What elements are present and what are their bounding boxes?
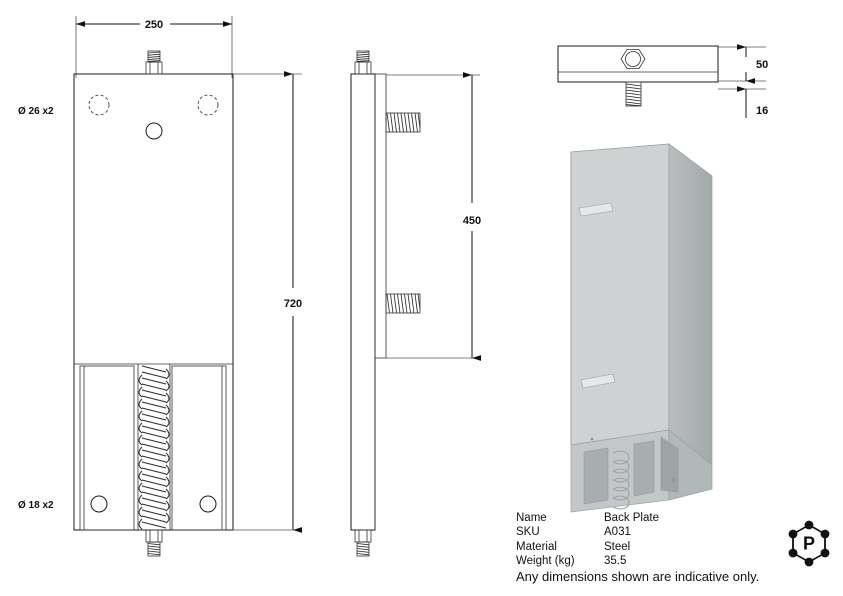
lower-hole-left-18 (90, 495, 108, 513)
top-plan-detail-view: 50 16 (557, 44, 768, 118)
top-detail-plate (557, 45, 719, 83)
title-block-value-weight: 35.5 (604, 554, 627, 567)
side-plate-body (350, 73, 376, 531)
hidden-hole-right-26 (197, 94, 219, 116)
logo-letter: P (803, 534, 815, 554)
iso-stud-upper (578, 202, 614, 217)
indicative-dimensions-note: Any dimensions shown are indicative only… (516, 569, 760, 584)
iso-slot-left (583, 447, 609, 505)
iso-slot-mid (633, 440, 655, 497)
title-block-value-name: Back Plate (604, 512, 659, 524)
title-block-row: Weight (kg) 35.5 (516, 554, 756, 568)
slot-left (79, 365, 135, 531)
iso-slot-right (660, 436, 679, 493)
bottom-stud-assembly (145, 529, 163, 557)
coil-spring (138, 365, 170, 530)
iso-hole-left (590, 437, 594, 441)
dimension-stud-span-450: 450 (386, 72, 481, 361)
front-elevation-view: 250 (18, 16, 302, 557)
dimension-label-450: 450 (463, 215, 481, 227)
side-top-stud (354, 50, 372, 75)
title-block-value-material: Steel (604, 540, 631, 553)
top-detail-stud-threads (625, 83, 642, 107)
title-block-label-weight: Weight (kg) (516, 554, 575, 567)
iso-hole-right (671, 478, 675, 482)
top-stud-assembly (145, 50, 163, 75)
iso-side-face (668, 143, 713, 466)
dimension-height-720: 720 (233, 71, 302, 533)
title-block-label-name: Name (516, 512, 547, 524)
iso-stud-lower (580, 373, 616, 389)
title-block-label-material: Material (516, 540, 557, 553)
slot-right (171, 365, 227, 531)
hidden-hole-left-26 (88, 94, 110, 116)
title-block-row: Name Back Plate (516, 511, 756, 525)
title-block-label-sku: SKU (516, 526, 540, 539)
isometric-3d-view (570, 143, 713, 513)
side-stud-lower-threads (386, 293, 421, 314)
iso-plate-face (570, 143, 670, 446)
side-back-rib (374, 73, 387, 359)
hex-nut (620, 49, 646, 69)
dimension-projection-16: 16 (718, 86, 768, 118)
front-plate-outline (73, 73, 234, 531)
top-detail-stud (625, 81, 642, 107)
title-block-value-sku: A031 (604, 526, 631, 539)
hole-callout-18: Ø 18 x2 (18, 500, 54, 511)
dimension-label-height: 720 (284, 298, 302, 310)
title-block-row: SKU A031 (516, 525, 756, 539)
title-block: Name Back Plate SKU A031 Material Steel … (516, 511, 756, 568)
lower-hole-right-18 (199, 495, 217, 513)
side-bottom-thread-lines (356, 543, 370, 556)
logo-bonds (792, 538, 826, 549)
bottom-thread-lines (147, 543, 161, 556)
top-thread-lines (147, 51, 161, 62)
dimension-label-16: 16 (756, 105, 768, 117)
logo-dots (788, 520, 830, 567)
hole-callout-26: Ø 26 x2 (18, 106, 54, 117)
side-stud-lower (385, 293, 421, 314)
side-bottom-stud (354, 529, 372, 557)
dimension-label-width: 250 (145, 19, 163, 31)
dimension-width-250: 250 (75, 16, 233, 78)
title-block-row: Material Steel (516, 540, 756, 554)
side-elevation-view: 450 (350, 50, 481, 557)
dimension-label-50: 50 (756, 59, 768, 71)
side-stud-upper-threads (386, 112, 421, 133)
front-lower-slot-section (74, 363, 233, 531)
side-top-thread-lines (356, 51, 370, 62)
dimension-thickness-50: 50 (718, 44, 768, 84)
center-hole-upper (145, 122, 163, 140)
side-stud-upper (385, 112, 421, 133)
iso-coil-spring (612, 450, 630, 510)
company-logo: P (788, 520, 830, 567)
